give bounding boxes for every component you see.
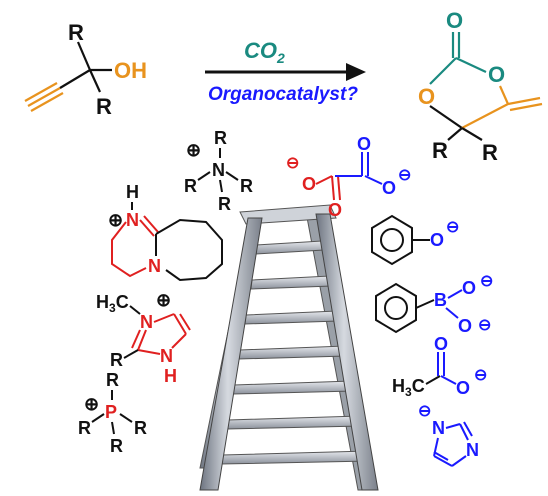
catalyst-oxalate: ⊖ O O O O ⊖ [286, 134, 411, 220]
svg-text:⊖: ⊖ [474, 367, 487, 384]
svg-text:R: R [184, 176, 197, 196]
svg-text:R: R [218, 194, 231, 214]
catalyst-imidazolium: H3C N ⊕ N H R [96, 290, 191, 386]
svg-text:⊕: ⊕ [156, 290, 171, 310]
svg-text:H3C: H3C [392, 376, 425, 399]
svg-text:O: O [357, 134, 371, 154]
product-cyclic-carbonate: O O O R R [418, 8, 543, 165]
catalyst-ammonium: ⊕ R N R R R [184, 128, 253, 214]
svg-text:⊕: ⊕ [108, 210, 123, 230]
svg-text:⊕: ⊕ [186, 140, 201, 160]
r-group-label: R [96, 94, 112, 119]
catalyst-dbu-cation: H ⊕ N N [108, 182, 223, 282]
carbonyl-oxygen-label: O [446, 8, 463, 33]
catalyst-phosphonium: ⊕ R P R R R [78, 370, 147, 456]
catalyst-acetate: H3C O O ⊖ [392, 334, 487, 399]
svg-text:O: O [430, 230, 444, 250]
svg-text:N: N [126, 210, 139, 230]
svg-text:O: O [456, 378, 470, 398]
svg-text:N: N [140, 312, 153, 332]
bond [88, 69, 102, 93]
svg-text:⊖: ⊖ [418, 403, 431, 420]
r-group-label: R [482, 140, 498, 165]
svg-text:O: O [382, 178, 396, 198]
hydroxyl-label: OH [114, 58, 147, 83]
svg-text:O: O [462, 278, 476, 298]
svg-text:B: B [434, 290, 447, 310]
svg-text:N: N [432, 418, 445, 438]
catalyst-phenylborate: B O ⊖ O ⊖ [375, 273, 493, 336]
bond [59, 69, 91, 89]
svg-text:⊖: ⊖ [286, 155, 299, 172]
svg-text:⊖: ⊖ [480, 273, 493, 290]
svg-text:R: R [134, 418, 147, 438]
svg-text:H3C: H3C [96, 292, 129, 315]
svg-text:R: R [78, 418, 91, 438]
svg-text:R: R [110, 350, 123, 370]
r-group-label: R [432, 138, 448, 163]
svg-text:⊖: ⊖ [446, 219, 459, 236]
ring-oxygen-label: O [418, 84, 435, 109]
catalyst-imidazolide: ⊖ N N [418, 403, 479, 467]
catalyst-question-label: Organocatalyst? [208, 84, 358, 105]
svg-text:O: O [458, 316, 472, 336]
svg-text:⊖: ⊖ [478, 317, 491, 334]
svg-text:R: R [106, 370, 119, 390]
svg-text:P: P [105, 402, 117, 422]
reactant-propargyl-alcohol: R OH R [24, 20, 147, 119]
reagent-co2-label: CO2 [244, 38, 285, 66]
svg-text:R: R [214, 128, 227, 148]
svg-text:R: R [110, 436, 123, 456]
svg-text:⊕: ⊕ [84, 394, 99, 414]
svg-text:O: O [328, 200, 342, 220]
svg-text:N: N [160, 346, 173, 366]
bond [76, 41, 92, 71]
svg-text:H: H [164, 366, 177, 386]
alkyne-triple-bond [24, 82, 64, 112]
ring-oxygen-label: O [488, 62, 505, 87]
reaction-arrow: CO2 Organocatalyst? [205, 38, 366, 105]
svg-text:N: N [212, 160, 225, 180]
catalyst-phenoxide: O ⊖ [371, 214, 459, 266]
svg-text:N: N [148, 256, 161, 276]
svg-text:R: R [240, 176, 253, 196]
r-group-label: R [68, 20, 84, 45]
svg-text:O: O [302, 174, 316, 194]
svg-text:⊖: ⊖ [398, 167, 411, 184]
svg-text:H: H [126, 182, 139, 202]
ladder-illustration [199, 204, 379, 491]
svg-text:O: O [434, 334, 448, 354]
svg-text:N: N [466, 440, 479, 460]
